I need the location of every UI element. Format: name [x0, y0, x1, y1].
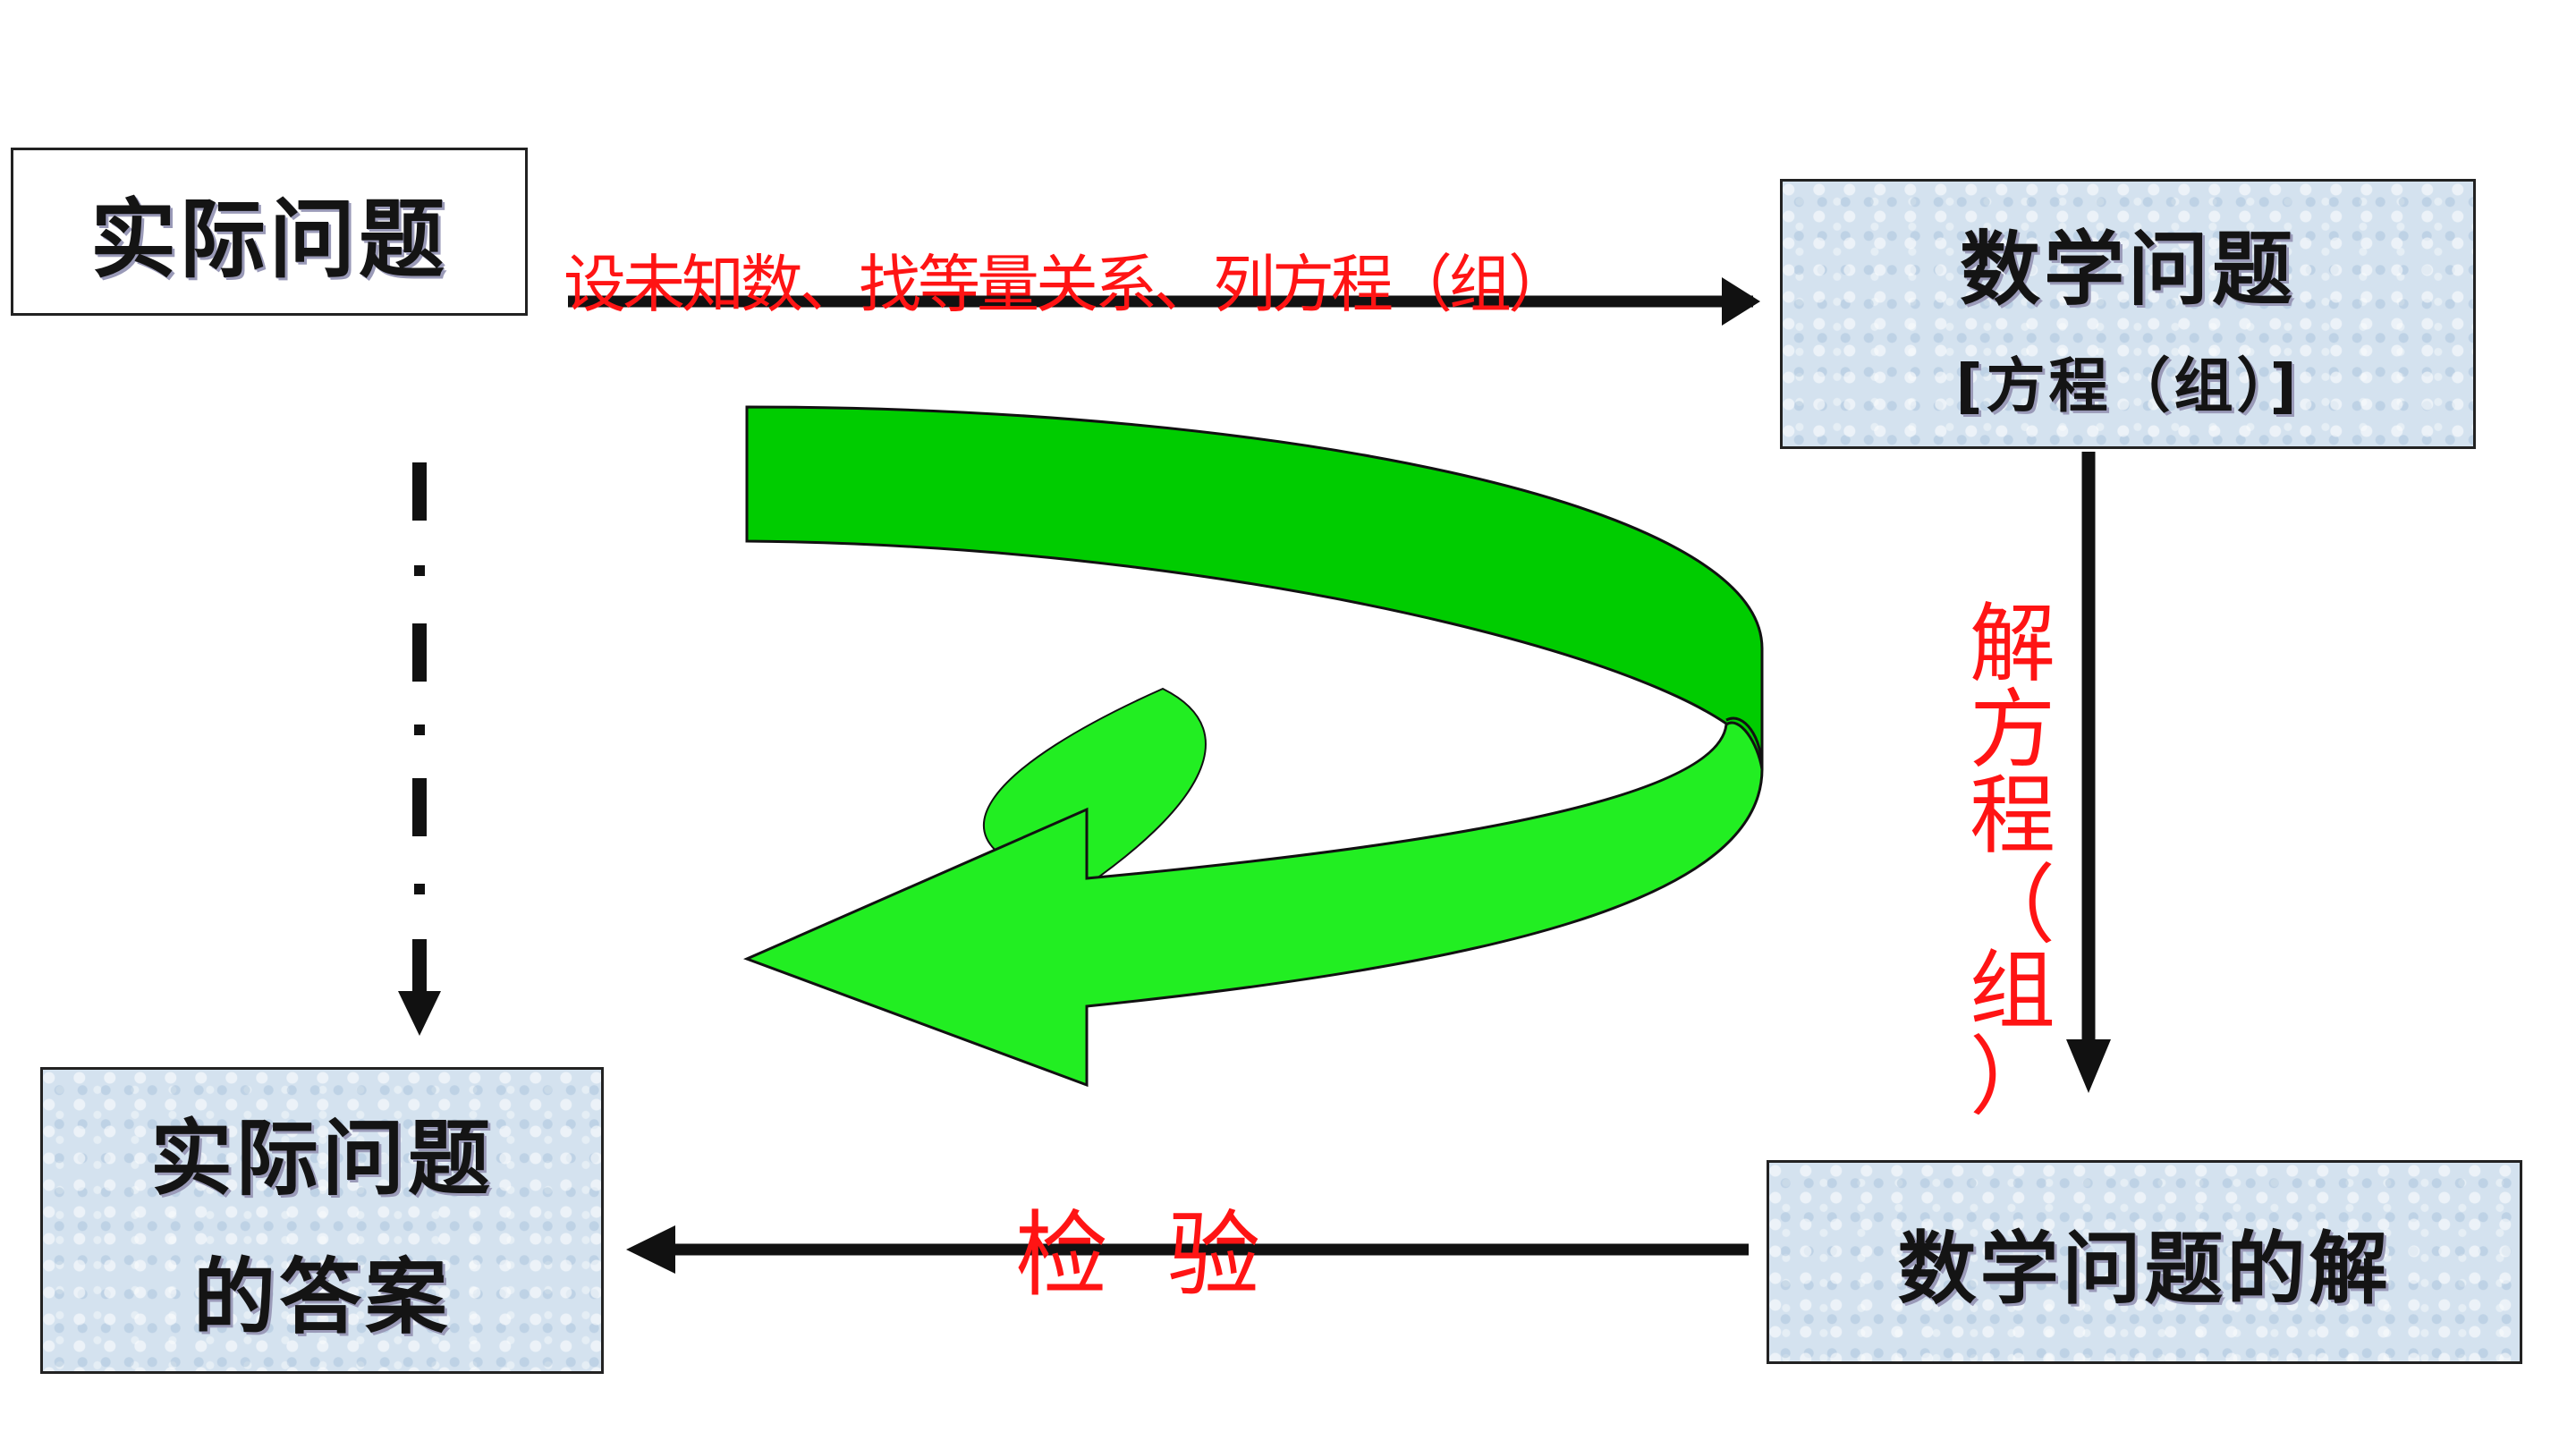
box-answer-line1: 实际问题: [149, 1110, 494, 1207]
arrow-solve-head: [2066, 1039, 2111, 1093]
label-solve-char: 方: [1970, 680, 2055, 780]
box-math-problem-label: 数学问题: [1960, 223, 2296, 317]
label-solve: 解 方 程 （ 组 ）: [1963, 601, 2062, 1120]
arrow-direct-dashed: [398, 462, 441, 1036]
box-math-solution-label: 数学问题的解: [1897, 1222, 2392, 1315]
box-math-problem-sublabel: [方程（组）]: [1955, 352, 2301, 420]
green-curved-arrow: [743, 405, 1764, 1088]
label-solve-char: （: [1970, 855, 2055, 955]
arrow-check-head: [626, 1225, 675, 1274]
box-real-problem: 实际问题: [11, 148, 528, 316]
label-solve-char: ）: [1970, 1027, 2055, 1127]
label-solve-char: 组: [1970, 941, 2055, 1041]
box-real-problem-label: 实际问题: [90, 189, 448, 290]
box-answer: 实际问题 的答案: [40, 1067, 604, 1374]
box-math-solution: 数学问题的解: [1767, 1160, 2522, 1364]
label-solve-char: 程: [1970, 766, 2055, 866]
label-check: 检 验: [1015, 1200, 1261, 1309]
label-solve-char: 解: [1970, 594, 2055, 694]
arrow-setup-head: [1722, 277, 1760, 326]
box-math-problem: 数学问题 [方程（组）]: [1780, 179, 2476, 449]
box-answer-line2: 的答案: [192, 1249, 451, 1345]
label-setup: 设未知数、找等量关系、列方程（组）: [564, 248, 1571, 321]
